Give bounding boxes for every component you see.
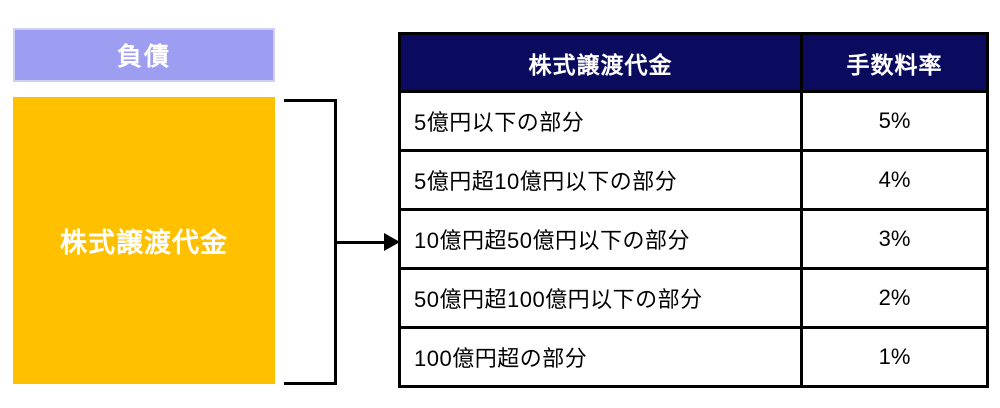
fee-range-cell: 5億円超10億円以下の部分 bbox=[398, 149, 803, 211]
table-row: 50億円超100億円以下の部分 2% bbox=[398, 267, 989, 329]
fee-range-cell: 5億円以下の部分 bbox=[398, 90, 803, 152]
table-row: 5億円超10億円以下の部分 4% bbox=[398, 149, 989, 211]
fee-rate-cell: 4% bbox=[800, 149, 989, 211]
fee-rate-cell: 2% bbox=[800, 267, 989, 329]
liabilities-box: 負債 bbox=[13, 28, 275, 82]
fee-range-cell: 10億円超50億円以下の部分 bbox=[398, 208, 803, 270]
fee-range-cell: 100億円超の部分 bbox=[398, 326, 803, 388]
fee-table: 株式譲渡代金 手数料率 5億円以下の部分 5% 5億円超10億円以下の部分 4%… bbox=[398, 32, 989, 388]
bracket-bottom-line bbox=[284, 382, 337, 385]
bracket-top-line bbox=[284, 99, 337, 102]
fee-table-header-rate: 手数料率 bbox=[800, 32, 989, 93]
fee-rate-cell: 3% bbox=[800, 208, 989, 270]
table-row: 100億円超の部分 1% bbox=[398, 326, 989, 388]
equity-box: 株式譲渡代金 bbox=[13, 97, 275, 384]
fee-table-body: 5億円以下の部分 5% 5億円超10億円以下の部分 4% 10億円超50億円以下… bbox=[398, 90, 989, 388]
fee-table-header-row: 株式譲渡代金 手数料率 bbox=[398, 32, 989, 93]
liabilities-label: 負債 bbox=[116, 43, 171, 71]
arrow-shaft bbox=[334, 241, 385, 244]
fee-rate-cell: 5% bbox=[800, 90, 989, 152]
fee-table-header-range: 株式譲渡代金 bbox=[398, 32, 803, 93]
arrow-head-icon bbox=[384, 233, 400, 251]
table-row: 10億円超50億円以下の部分 3% bbox=[398, 208, 989, 270]
fee-rate-cell: 1% bbox=[800, 326, 989, 388]
table-row: 5億円以下の部分 5% bbox=[398, 90, 989, 152]
equity-label: 株式譲渡代金 bbox=[60, 228, 228, 258]
fee-range-cell: 50億円超100億円以下の部分 bbox=[398, 267, 803, 329]
